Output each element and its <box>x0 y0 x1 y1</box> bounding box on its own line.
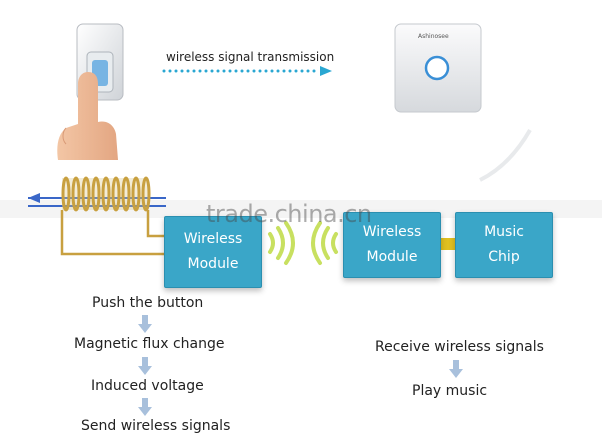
music-chip-line1: Music <box>484 224 524 240</box>
transmitter-module-line2: Module <box>187 256 239 272</box>
watermark: trade.china.cn <box>206 200 372 228</box>
step-push-button: Push the button <box>92 295 204 311</box>
wireless-wave-right-icon <box>304 220 344 266</box>
receiver-brand: Ashinosee <box>418 33 449 40</box>
down-arrow-icon <box>138 315 152 333</box>
transmitter-module-line1: Wireless <box>183 231 243 247</box>
step-receive-signals: Receive wireless signals <box>375 339 544 355</box>
down-arrow-icon <box>449 360 463 378</box>
down-arrow-icon <box>138 398 152 416</box>
step-play-music: Play music <box>412 383 488 399</box>
doorbell-receiver-device <box>393 22 483 114</box>
receiver-wireless-module: Wireless Module <box>343 212 441 278</box>
circuit-diagram <box>0 170 602 290</box>
music-chip-line2: Chip <box>488 249 520 265</box>
step-induced-voltage: Induced voltage <box>91 378 204 394</box>
transmitter-wireless-module: Wireless Module <box>164 216 262 288</box>
music-chip-module: Music Chip <box>455 212 553 278</box>
receiver-module-line2: Module <box>366 249 418 265</box>
signal-transmission-arrow <box>160 63 335 77</box>
hand-pressing-icon <box>52 72 122 167</box>
coil-icon <box>61 176 151 212</box>
receiver-icon <box>394 23 482 113</box>
step-send-signals: Send wireless signals <box>81 418 231 434</box>
decorative-reflection <box>470 125 540 185</box>
step-magnetic-flux: Magnetic flux change <box>74 336 225 352</box>
signal-label: wireless signal transmission <box>166 50 335 64</box>
down-arrow-icon <box>138 357 152 375</box>
wireless-wave-left-icon <box>262 220 302 266</box>
receiver-module-line1: Wireless <box>362 224 422 240</box>
